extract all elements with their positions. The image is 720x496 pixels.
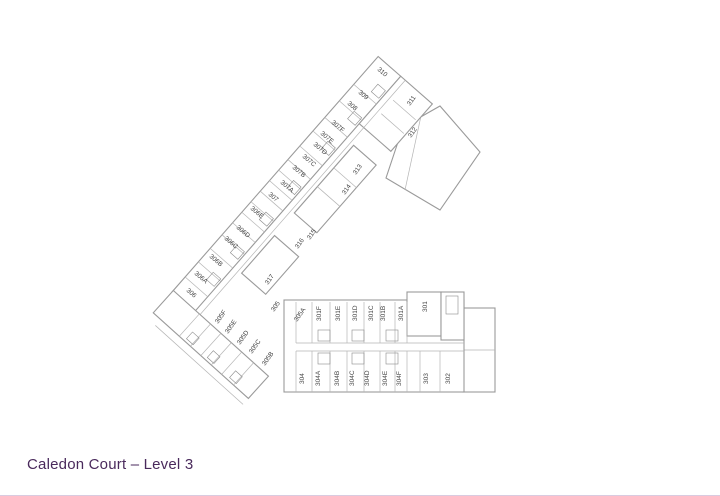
partition (339, 100, 363, 121)
partition (233, 362, 254, 386)
bathroom-fixture-icon (317, 329, 331, 342)
room-301F[interactable]: 301F (316, 306, 323, 321)
partition (312, 130, 336, 152)
bathroom-fixture-icon (229, 370, 243, 384)
room-301[interactable]: 301 (422, 301, 429, 312)
partition (232, 222, 256, 243)
partition (184, 276, 208, 297)
partition (317, 186, 341, 207)
room-302[interactable]: 302 (445, 373, 452, 384)
bathroom-fixture-icon (370, 83, 386, 99)
partition (190, 323, 211, 347)
room-304B[interactable]: 304B (334, 371, 341, 386)
bathroom-fixture-icon (385, 329, 399, 342)
partition (198, 261, 222, 282)
annex-upper (385, 105, 481, 211)
room-305F[interactable]: 305F (214, 309, 228, 325)
room-303[interactable]: 303 (423, 373, 430, 384)
partition (210, 342, 232, 366)
bathroom-fixture-icon (258, 211, 274, 227)
partition (221, 234, 245, 255)
bathroom-fixture-icon (206, 350, 221, 364)
room-304E[interactable]: 304E (382, 370, 389, 386)
room-304F[interactable]: 304F (396, 371, 403, 386)
partition (333, 167, 357, 188)
partition (392, 99, 416, 121)
bathroom-fixture-icon (286, 180, 302, 195)
room-301D[interactable]: 301D (352, 305, 359, 321)
lower-left-wing (152, 289, 270, 405)
partition (381, 113, 405, 134)
room-301C[interactable]: 301C (368, 305, 375, 321)
bottom-wing (283, 291, 465, 393)
room-311[interactable]: 311 (406, 94, 418, 107)
partition (269, 180, 293, 201)
partition (250, 201, 274, 222)
room-305B[interactable]: 305B (261, 351, 275, 367)
bathroom-fixture-icon (385, 352, 399, 365)
bathroom-fixture-icon (347, 110, 363, 126)
bathroom-fixture-icon (320, 140, 336, 156)
room-316[interactable]: 316 (294, 237, 306, 250)
room-304D[interactable]: 304D (364, 370, 371, 386)
room-304[interactable]: 304 (299, 373, 306, 384)
partition (179, 313, 200, 337)
room-301E[interactable]: 301E (335, 305, 342, 321)
partition (324, 117, 348, 138)
partition (353, 84, 377, 105)
room-301A[interactable]: 301A (398, 305, 405, 321)
partition (221, 351, 242, 375)
bathroom-fixture-icon (351, 352, 365, 365)
bathroom-fixture-icon (206, 271, 222, 287)
room-304A[interactable]: 304A (315, 370, 322, 386)
partition (287, 159, 311, 180)
partition (209, 248, 234, 269)
partition (299, 145, 323, 167)
upper-wing (171, 55, 434, 316)
partition (278, 169, 302, 191)
partition (200, 333, 222, 356)
partition (241, 211, 265, 233)
room-305C[interactable]: 305C (248, 338, 263, 355)
bathroom-fixture-icon (186, 331, 200, 346)
room-304C[interactable]: 304C (349, 370, 356, 386)
stair-icon (445, 295, 459, 315)
plan-title: Caledon Court – Level 3 (27, 456, 194, 473)
room-305E[interactable]: 305E (224, 318, 239, 335)
bathroom-fixture-icon (229, 244, 245, 260)
room-305[interactable]: 305 (270, 300, 282, 313)
bathroom-fixture-icon (351, 329, 365, 342)
partition (260, 190, 284, 212)
room-301B[interactable]: 301B (380, 306, 387, 321)
bathroom-fixture-icon (317, 352, 331, 365)
room-305D[interactable]: 305D (236, 329, 251, 346)
